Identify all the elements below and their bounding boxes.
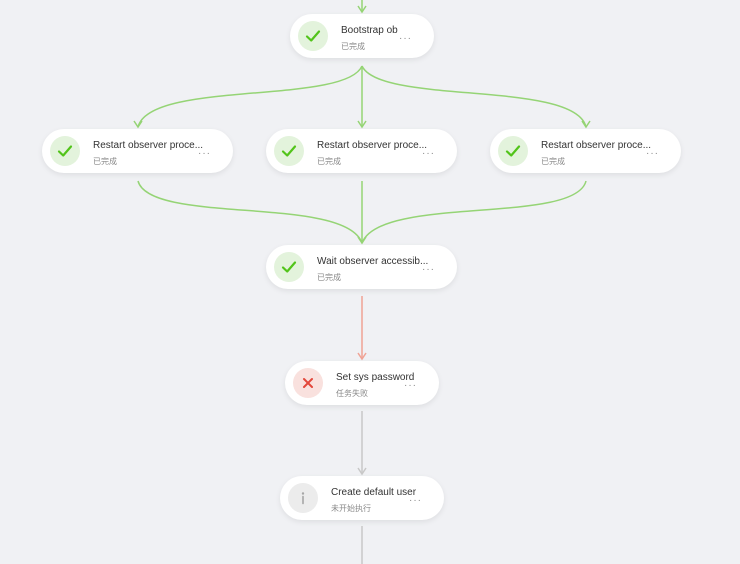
node-status-text: 已完成: [93, 157, 117, 166]
node-status-text: 已完成: [317, 273, 341, 282]
node-title: Bootstrap ob: [341, 25, 398, 36]
edge-bootstrap-to-restart-3: [361, 65, 587, 128]
status-failed: [293, 368, 323, 398]
more-options-icon[interactable]: ···: [422, 148, 435, 159]
node-status-text: 任务失败: [336, 389, 368, 398]
node-title: Set sys password: [336, 372, 415, 383]
more-options-icon[interactable]: ···: [198, 148, 211, 159]
arrow-restarts-to-wait: [357, 236, 367, 245]
node-status-text: 已完成: [317, 157, 341, 166]
status-success: [274, 252, 304, 282]
more-options-icon[interactable]: ···: [646, 148, 659, 159]
node-wait-observer[interactable]: Wait observer accessib... 已完成 ···: [266, 245, 457, 289]
more-options-icon[interactable]: ···: [399, 33, 412, 44]
node-title: Restart observer proce...: [93, 140, 204, 151]
arrow-top-to-bootstrap: [357, 5, 367, 14]
arrow-wait-to-set-password: [357, 352, 367, 361]
more-options-icon[interactable]: ···: [409, 495, 422, 506]
node-restart-observer-2[interactable]: Restart observer proce... 已完成 ···: [266, 129, 457, 173]
status-pending: [288, 483, 318, 513]
status-success: [498, 136, 528, 166]
more-options-icon[interactable]: ···: [422, 264, 435, 275]
info-icon: [301, 492, 305, 505]
check-icon: [505, 145, 521, 157]
node-status-text: 未开始执行: [331, 504, 371, 513]
node-create-default-user[interactable]: Create default user 未开始执行 ···: [280, 476, 444, 520]
node-title: Create default user: [331, 487, 417, 498]
arrow-set-password-to-create-user: [357, 467, 367, 476]
more-options-icon[interactable]: ···: [404, 380, 417, 391]
check-icon: [281, 261, 297, 273]
node-title: Wait observer accessib...: [317, 256, 429, 267]
status-success: [298, 21, 328, 51]
node-status-text: 已完成: [541, 157, 565, 166]
node-restart-observer-1[interactable]: Restart observer proce... 已完成 ···: [42, 129, 233, 173]
node-title: Restart observer proce...: [541, 140, 652, 151]
check-icon: [305, 30, 321, 42]
status-success: [274, 136, 304, 166]
check-icon: [281, 145, 297, 157]
arrow-bootstrap-to-restart-2: [357, 120, 367, 129]
node-bootstrap[interactable]: Bootstrap ob 已完成 ···: [290, 14, 434, 58]
edge-restart-1-to-wait: [137, 180, 363, 244]
close-icon: [303, 378, 313, 388]
node-status-text: 已完成: [341, 42, 365, 51]
node-set-sys-password[interactable]: Set sys password 任务失败 ···: [285, 361, 439, 405]
arrow-bootstrap-to-restart-1: [133, 120, 143, 129]
arrow-bootstrap-to-restart-3: [581, 120, 591, 129]
edge-bootstrap-to-restart-1: [137, 65, 363, 128]
check-icon: [57, 145, 73, 157]
node-title: Restart observer proce...: [317, 140, 428, 151]
edge-restart-3-to-wait: [361, 180, 587, 244]
node-restart-observer-3[interactable]: Restart observer proce... 已完成 ···: [490, 129, 681, 173]
status-success: [50, 136, 80, 166]
